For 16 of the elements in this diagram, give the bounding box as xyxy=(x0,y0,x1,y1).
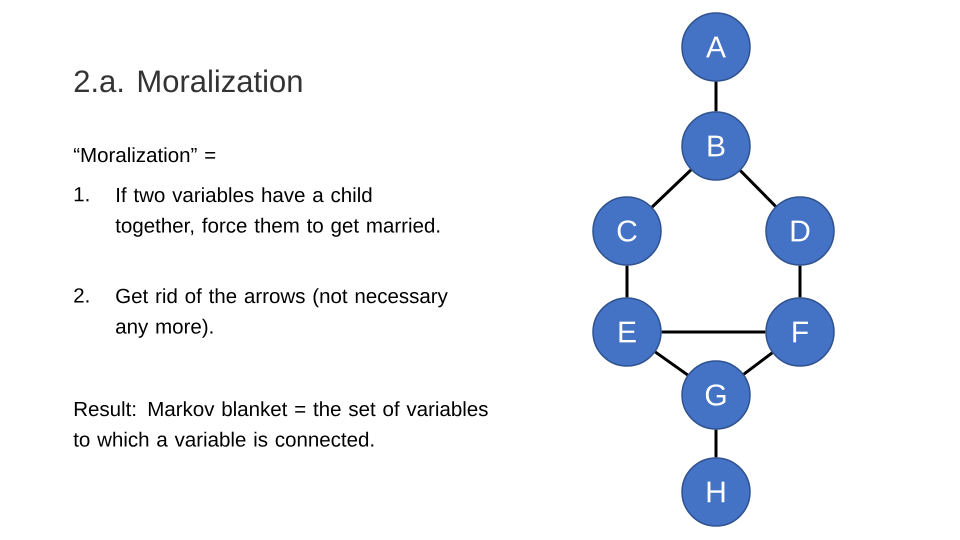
connector-line xyxy=(714,430,718,458)
connector-line xyxy=(662,330,766,334)
body-text: 1. xyxy=(74,187,88,202)
body-text: “Moralization” = xyxy=(74,147,216,162)
connector-line xyxy=(739,170,777,208)
body-text: If two variables have a child together, force them to get married. xyxy=(116,187,440,237)
connector-line xyxy=(626,266,628,298)
body-text: Result: Markov blanket = the set of variables to which a variable is connected. xyxy=(74,401,488,447)
connector-line xyxy=(654,350,689,376)
connector-line xyxy=(651,168,692,208)
slide-title: 2.a. Moralization xyxy=(74,70,302,92)
body-text: 2. xyxy=(74,288,88,302)
connector-line xyxy=(798,266,802,298)
connector-line xyxy=(742,352,774,376)
connector-line xyxy=(714,82,718,112)
body-text: Get rid of the arrows (not necessary any more). xyxy=(116,288,448,338)
